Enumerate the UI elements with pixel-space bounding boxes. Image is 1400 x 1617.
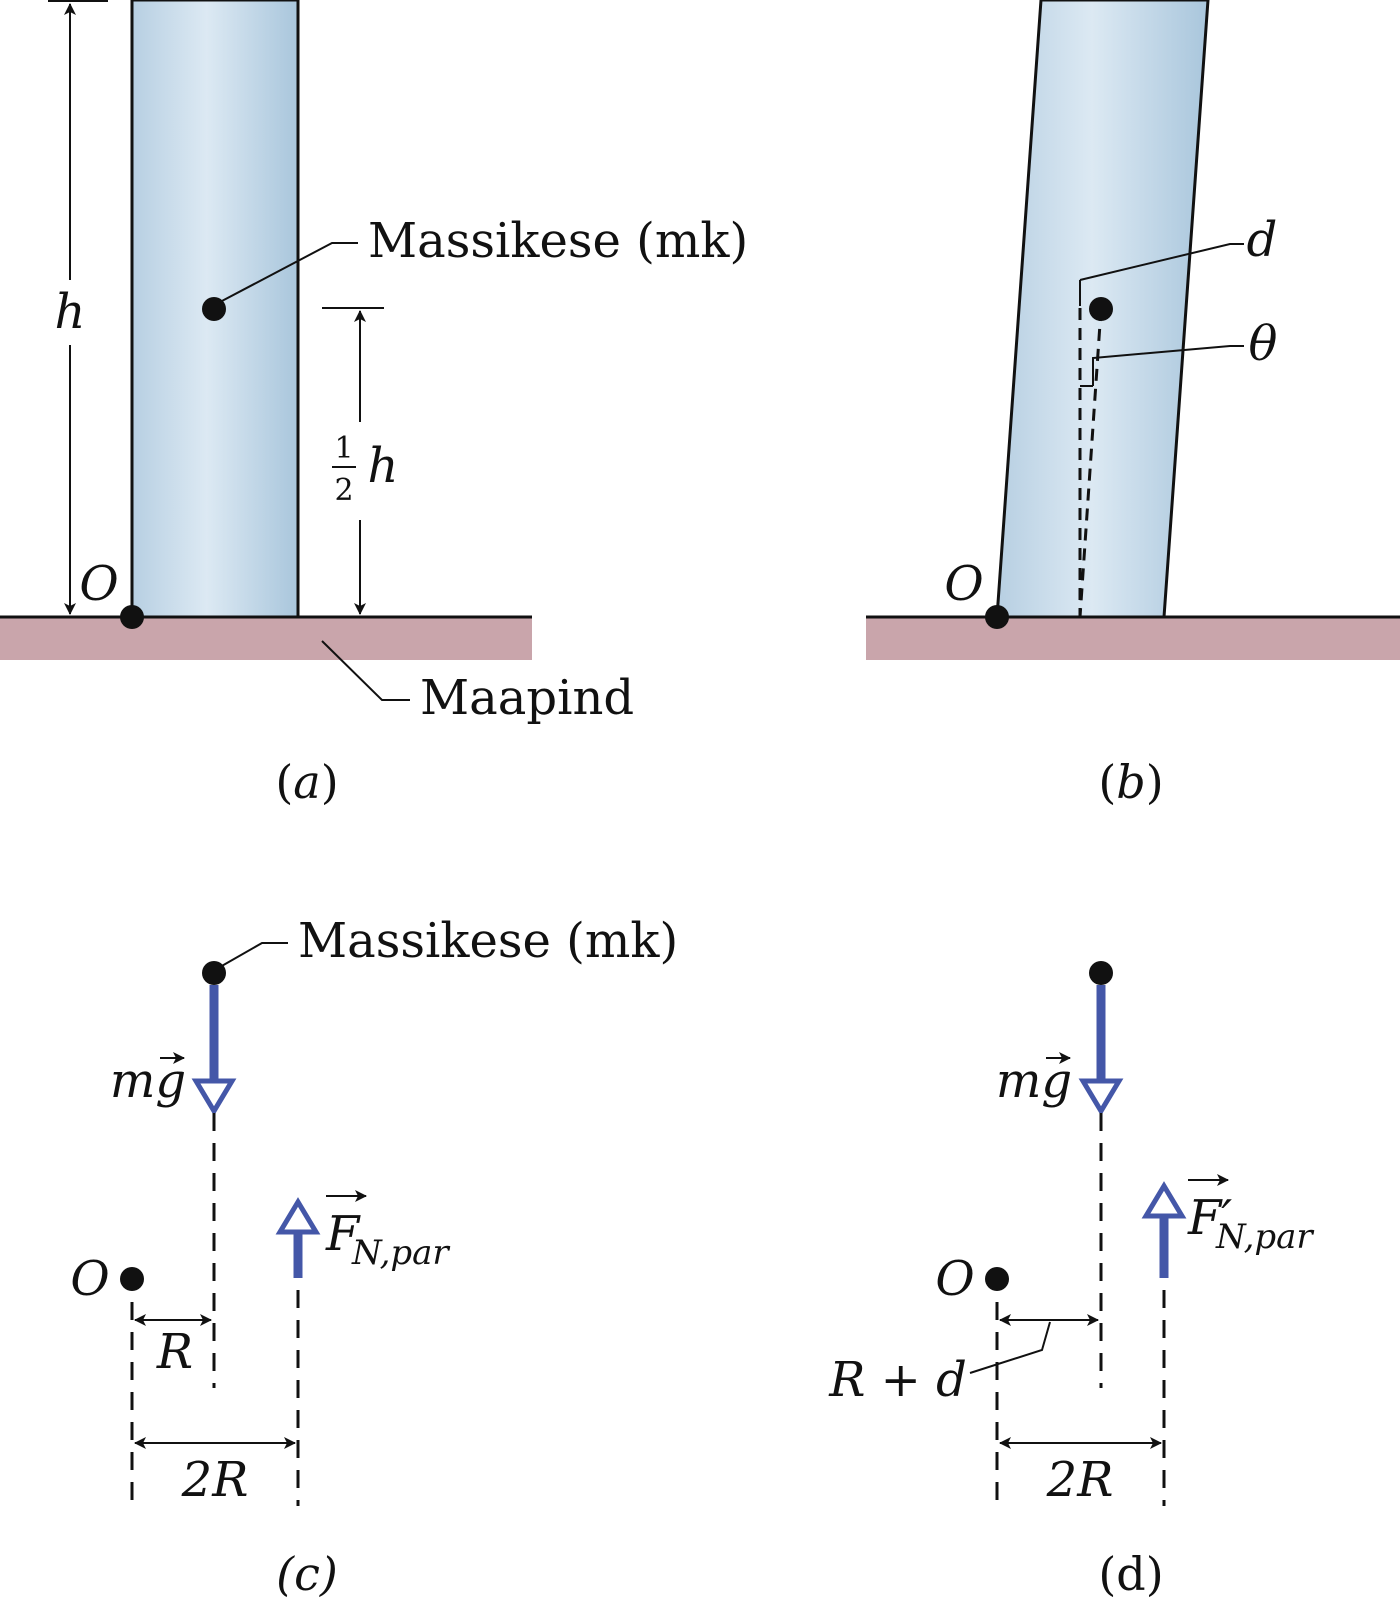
- theta-label: θ: [1249, 316, 1278, 372]
- normal-arrow-head-d: [1141, 1181, 1187, 1219]
- ground-slab-b: [866, 616, 1400, 660]
- caption-c: (c): [276, 1547, 338, 1601]
- d-label: d: [1247, 212, 1278, 268]
- pivot-point-d: [985, 1267, 1009, 1291]
- caption-d: (d): [1098, 1547, 1163, 1601]
- fn-sub-d: N,par: [1215, 1217, 1314, 1257]
- pivot-label-b: O: [944, 556, 983, 612]
- pivot-point-c: [120, 1267, 144, 1291]
- fn-sub-c: N,par: [351, 1233, 450, 1273]
- cm-leader-a: [219, 242, 358, 303]
- panel-c: Massikese (mk) mg F N,par O R 2R (c): [70, 913, 678, 1601]
- theta-leader: [1092, 345, 1244, 386]
- ground-label: Maapind: [420, 670, 634, 726]
- center-of-mass-a: [202, 297, 226, 321]
- pivot-point-b: [985, 605, 1009, 629]
- panel-d: mg F′ N,par O R + d 2R (d): [828, 961, 1314, 1601]
- gravity-arrow-head-d: [1078, 1078, 1124, 1116]
- ground-slab-a: [0, 616, 532, 660]
- caption-b: (b): [1098, 755, 1163, 809]
- pivot-point-a: [120, 605, 144, 629]
- tilted-dashed-b: [1078, 308, 1103, 618]
- cm-label-a: Massikese (mk): [368, 213, 748, 269]
- fn-label-d: F′: [1187, 1190, 1232, 1246]
- half-denominator: 2: [334, 473, 353, 508]
- normal-arrow-head-c: [275, 1197, 321, 1235]
- mg-label-c: mg: [110, 1053, 186, 1109]
- d-leader: [1079, 243, 1244, 281]
- fn-label-c: F: [325, 1206, 361, 1262]
- pivot-label-c: O: [70, 1251, 109, 1307]
- r-label-c: R: [156, 1324, 193, 1380]
- half-numerator: 1: [334, 431, 353, 466]
- two-r-label-d: 2R: [1046, 1452, 1114, 1508]
- pivot-label-d: O: [935, 1251, 974, 1307]
- mg-label-d: mg: [996, 1053, 1072, 1109]
- half-h-label: h: [368, 438, 399, 494]
- panel-a: h 1 2 h O Massikese (mk) Maapind (a): [0, 0, 748, 809]
- cm-label-c: Massikese (mk): [298, 913, 678, 969]
- caption-a: (a): [275, 755, 338, 809]
- center-of-mass-d: [1089, 961, 1113, 985]
- cm-leader-c: [219, 942, 288, 968]
- rd-leader-d: [969, 1321, 1051, 1374]
- panel-b: d θ O (b): [866, 0, 1400, 809]
- center-of-mass-b: [1089, 297, 1113, 321]
- gravity-arrow-head-c: [191, 1078, 237, 1116]
- pivot-label-a: O: [79, 556, 118, 612]
- ground-leader: [321, 640, 410, 701]
- two-r-label-c: 2R: [181, 1452, 249, 1508]
- rd-label-d: R + d: [828, 1352, 967, 1408]
- h-label: h: [55, 284, 86, 340]
